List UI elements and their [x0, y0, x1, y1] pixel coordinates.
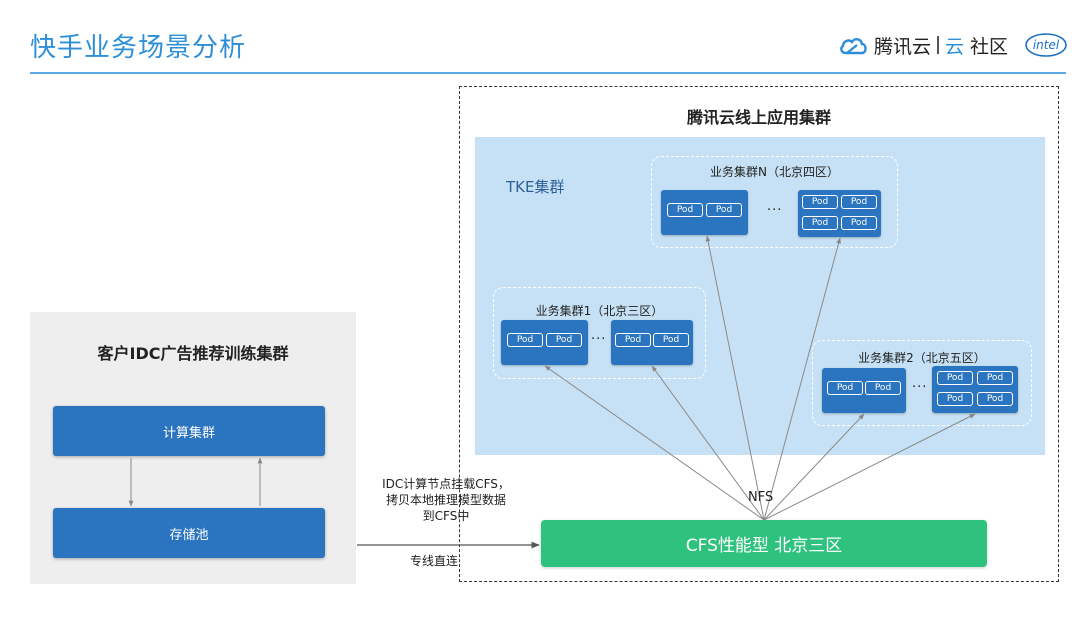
nfs-link-cluster1-a — [544, 365, 765, 521]
pod: Pod — [507, 333, 543, 347]
title-divider — [30, 72, 1066, 74]
compute-cluster-box: 计算集群 — [53, 406, 325, 456]
business-cluster-2-title: 业务集群2（北京五区） — [858, 351, 986, 365]
pod: Pod — [706, 203, 742, 217]
pod: Pod — [865, 381, 901, 395]
pod: Pod — [827, 381, 863, 395]
node: Pod Pod Pod Pod — [932, 366, 1018, 413]
brand-community: 社区 — [970, 35, 1009, 58]
business-cluster-n — [651, 156, 898, 248]
node: Pod Pod — [822, 368, 906, 413]
direct-link-label: 专线直连 — [410, 554, 459, 568]
mount-line-2: 拷贝本地推理模型数据 — [385, 493, 506, 507]
ellipsis: ··· — [591, 332, 607, 347]
nfs-link-cluster2-a — [763, 413, 865, 521]
business-cluster-n-title: 业务集群N（北京四区） — [710, 165, 839, 179]
brand-yun-mark: 云 — [945, 35, 965, 58]
nfs-label: NFS — [748, 490, 774, 505]
pod: Pod — [977, 371, 1013, 385]
node: Pod Pod — [611, 320, 693, 365]
svg-text:intel: intel — [1033, 38, 1060, 52]
storage-pool-box: 存储池 — [53, 508, 325, 558]
brand-separator — [937, 36, 940, 54]
node: Pod Pod — [661, 190, 748, 235]
pod: Pod — [937, 392, 973, 406]
tke-cluster-label: TKE集群 — [506, 178, 565, 196]
nfs-link-clustern-a — [705, 235, 765, 521]
pod: Pod — [546, 333, 582, 347]
pod: Pod — [667, 203, 703, 217]
cfs-storage-box: CFS性能型 北京三区 — [541, 520, 987, 567]
brand-logos: 腾讯云 云 社区 intel — [838, 30, 1068, 60]
pod: Pod — [977, 392, 1013, 406]
pod: Pod — [653, 333, 689, 347]
tencent-cloud-icon — [840, 38, 867, 55]
node: Pod Pod — [501, 320, 588, 365]
idc-panel-title: 客户IDC广告推荐训练集群 — [97, 344, 289, 363]
nfs-link-cluster2-b — [763, 413, 976, 521]
pod: Pod — [802, 195, 838, 209]
cloud-cluster-frame — [459, 86, 1059, 582]
mount-line-3: 到CFS中 — [422, 509, 470, 523]
pod: Pod — [841, 216, 877, 230]
pod: Pod — [841, 195, 877, 209]
ellipsis: ··· — [767, 203, 783, 218]
nfs-link-clustern-b — [763, 237, 841, 521]
mount-line-1: IDC计算节点挂载CFS， — [382, 477, 510, 491]
pod: Pod — [615, 333, 651, 347]
ellipsis: ··· — [912, 380, 928, 395]
pod: Pod — [937, 371, 973, 385]
node: Pod Pod Pod Pod — [798, 190, 881, 237]
page-title: 快手业务场景分析 — [30, 33, 247, 63]
nfs-link-cluster1-b — [651, 365, 765, 521]
business-cluster-1-title: 业务集群1（北京三区） — [535, 304, 664, 318]
pod: Pod — [802, 216, 838, 230]
mount-description: IDC计算节点挂载CFS， 拷贝本地推理模型数据 到CFS中 — [358, 476, 534, 524]
cloud-cluster-title: 腾讯云线上应用集群 — [686, 108, 831, 127]
intel-logo: intel — [1025, 33, 1067, 57]
business-cluster-1 — [493, 287, 706, 379]
brand-tencent-cloud: 腾讯云 — [874, 35, 932, 58]
business-cluster-2 — [812, 340, 1032, 426]
